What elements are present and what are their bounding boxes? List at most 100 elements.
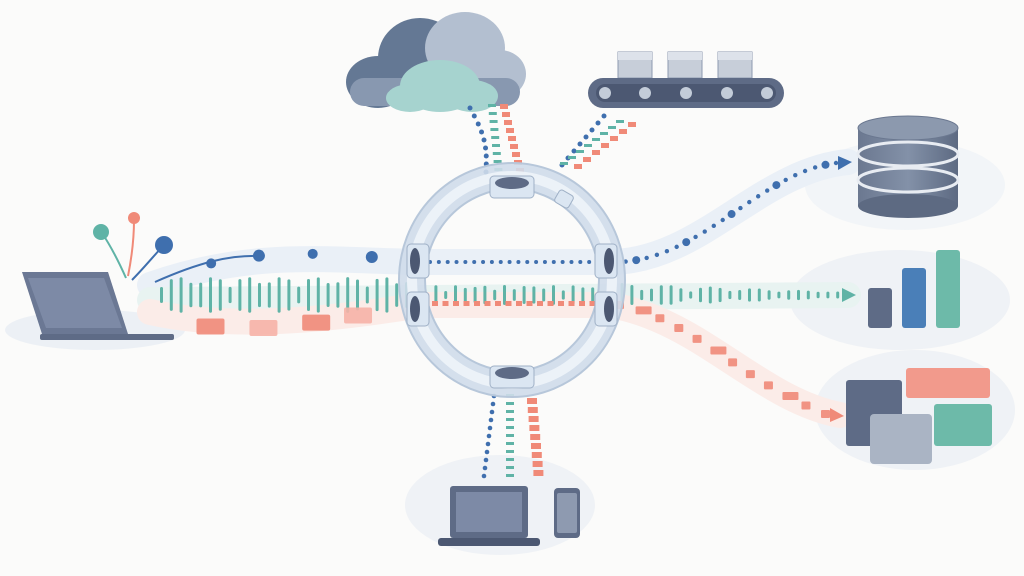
arrowheads: [830, 156, 856, 422]
signal-wave-tick: [454, 285, 457, 305]
message-block: [674, 323, 684, 332]
event-dot: [472, 260, 477, 264]
signal-wave-tick: [277, 277, 281, 313]
event-dot: [551, 260, 556, 264]
signal-wave-tick: [669, 285, 673, 305]
signal-wave-tick: [738, 290, 742, 300]
signal-wave-tick: [728, 290, 732, 300]
message-block: [516, 301, 522, 306]
message-block: [302, 314, 331, 331]
message-block: [502, 112, 510, 117]
signal-wave-tick: [608, 126, 616, 129]
event-dot: [793, 172, 798, 178]
arrow-to-dashboard: [830, 408, 844, 422]
event-dot: [664, 248, 670, 254]
cloud-icon: [346, 12, 526, 112]
signal-wave-tick: [777, 291, 781, 299]
message-block: [801, 401, 811, 410]
message-block: [635, 306, 652, 315]
signal-wave-tick: [506, 450, 514, 453]
signal-wave-tick: [512, 289, 516, 301]
signal-wave-tick: [297, 286, 301, 304]
signal-wave-tick: [806, 290, 810, 300]
signal-wave-tick: [689, 291, 693, 299]
event-dot: [583, 134, 589, 140]
signal-wave-tick: [493, 160, 502, 163]
event-dot: [206, 258, 217, 269]
event-dot: [595, 120, 601, 126]
event-dot: [747, 199, 752, 205]
message-block: [526, 301, 533, 306]
signal-wave-tick: [503, 285, 506, 305]
message-block: [463, 301, 470, 306]
signal-wave-tick: [699, 287, 702, 303]
message-block: [529, 425, 540, 431]
arrow-to-bar-chart: [842, 288, 856, 302]
signal-wave-tick: [489, 120, 498, 123]
signal-wave-tick: [836, 291, 840, 299]
message-block: [505, 301, 512, 306]
event-dot: [252, 249, 265, 262]
event-dot: [471, 113, 477, 119]
signal-wave-tick: [434, 285, 438, 305]
message-block: [728, 358, 738, 367]
message-block: [655, 314, 665, 323]
bar-chart-icon: [868, 250, 960, 328]
signal-wave-tick: [473, 286, 477, 304]
event-dot: [644, 255, 649, 261]
event-dot: [601, 113, 607, 119]
event-dot: [487, 425, 493, 431]
message-block: [610, 136, 618, 141]
signal-wave-tick: [493, 289, 497, 301]
signal-wave-tick: [708, 286, 712, 304]
message-block: [532, 461, 543, 467]
message-block: [500, 104, 508, 109]
event-dot: [483, 145, 489, 151]
message-block: [628, 122, 636, 127]
signal-wave-tick: [506, 474, 514, 477]
signal-wave-tick: [748, 288, 751, 302]
signal-wave-tick: [767, 290, 771, 300]
message-block: [510, 144, 518, 149]
message-block: [531, 443, 541, 449]
event-dot: [479, 129, 485, 135]
signal-wave-tick: [267, 282, 271, 308]
message-block: [495, 301, 501, 306]
message-block: [568, 301, 575, 306]
event-dot: [802, 168, 808, 174]
message-block: [508, 136, 516, 141]
event-dot: [821, 160, 830, 169]
signal-wave-tick: [816, 291, 820, 299]
signal-wave-tick: [491, 136, 500, 139]
message-block: [432, 301, 438, 306]
signal-wave-tick: [679, 288, 683, 302]
event-dot: [467, 105, 473, 111]
event-dot: [783, 177, 788, 183]
source-laptop-icon: [22, 272, 174, 340]
signal-wave-tick: [218, 279, 222, 311]
event-dot: [516, 260, 521, 264]
signal-wave-tick: [375, 278, 379, 312]
signal-wave-tick: [488, 112, 497, 115]
signal-wave-tick: [506, 418, 514, 421]
signal-wave-tick: [248, 277, 252, 313]
message-block: [533, 470, 544, 476]
event-dot: [483, 457, 489, 463]
event-dot: [307, 248, 318, 259]
event-dot: [702, 229, 707, 234]
event-dot: [481, 137, 487, 143]
signal-wave-tick: [718, 287, 722, 303]
signal-wave-tick: [209, 277, 212, 313]
signal-wave-tick: [492, 144, 500, 147]
message-block: [442, 301, 449, 306]
event-dot: [738, 205, 743, 211]
message-block: [474, 301, 480, 306]
event-dot: [463, 260, 468, 264]
signal-wave-tick: [581, 287, 585, 303]
message-block: [506, 128, 514, 133]
signal-wave-tick: [560, 162, 568, 165]
signal-wave-tick: [787, 290, 791, 300]
event-dot: [711, 223, 716, 229]
event-dot: [765, 188, 770, 193]
